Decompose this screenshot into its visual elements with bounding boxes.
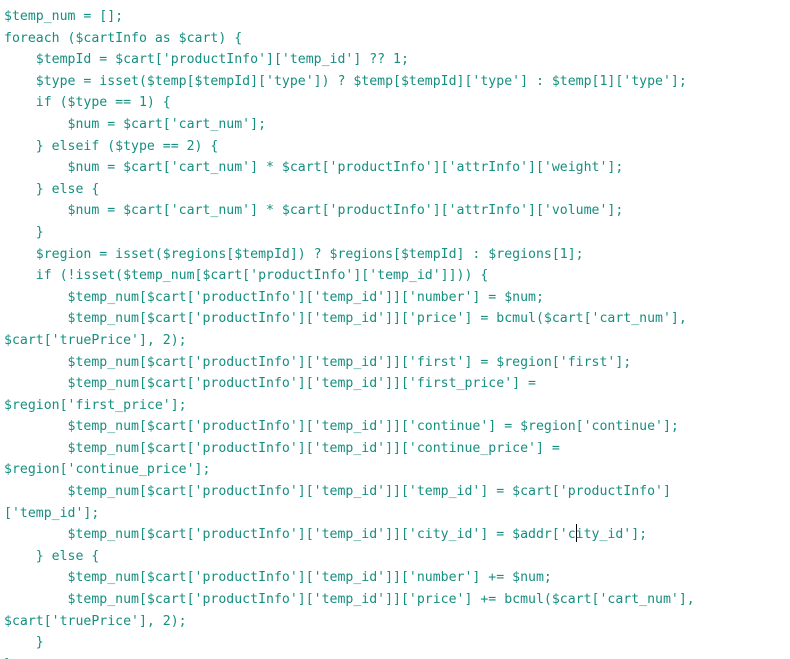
code-text-before-caret: $temp_num[$cart['productInfo']['temp_id'…: [4, 527, 576, 543]
code-line[interactable]: } elseif ($type == 2) {: [4, 138, 219, 154]
code-line[interactable]: }: [4, 224, 44, 240]
code-line[interactable]: $num = $cart['cart_num'] * $cart['produc…: [4, 160, 624, 176]
code-line[interactable]: $cart['truePrice'], 2);: [4, 613, 187, 629]
code-line[interactable]: $region['continue_price'];: [4, 462, 211, 478]
code-line[interactable]: $temp_num[$cart['productInfo']['temp_id'…: [4, 311, 687, 327]
code-line[interactable]: $temp_num[$cart['productInfo']['temp_id'…: [4, 524, 790, 546]
code-line[interactable]: } else {: [4, 181, 100, 197]
code-text-after-caret: ity_id'];: [575, 527, 648, 543]
code-line[interactable]: $temp_num = [];: [4, 9, 124, 24]
code-line[interactable]: $type = isset($temp[$tempId]['type']) ? …: [4, 73, 687, 89]
code-line[interactable]: $temp_num[$cart['productInfo']['temp_id'…: [4, 289, 544, 305]
code-line[interactable]: } else {: [4, 548, 100, 564]
code-line[interactable]: }: [4, 654, 790, 659]
code-line[interactable]: $cart['truePrice'], 2);: [4, 332, 187, 348]
code-line[interactable]: $temp_num[$cart['productInfo']['temp_id'…: [4, 592, 695, 608]
code-line[interactable]: $tempId = $cart['productInfo']['temp_id'…: [4, 52, 409, 68]
code-line[interactable]: $temp_num[$cart['productInfo']['temp_id'…: [4, 440, 560, 456]
code-line[interactable]: $temp_num[$cart['productInfo']['temp_id'…: [4, 419, 679, 435]
code-line[interactable]: $region = isset($regions[$tempId]) ? $re…: [4, 246, 584, 262]
code-line[interactable]: if (!isset($temp_num[$cart['productInfo'…: [4, 268, 489, 284]
code-line[interactable]: $temp_num[$cart['productInfo']['temp_id'…: [4, 570, 552, 586]
code-line[interactable]: $num = $cart['cart_num'];: [4, 116, 267, 132]
code-line[interactable]: if ($type == 1) {: [4, 95, 171, 111]
code-line[interactable]: $temp_num[$cart['productInfo']['temp_id'…: [4, 354, 632, 370]
code-line[interactable]: $temp_num[$cart['productInfo']['temp_id'…: [4, 376, 536, 392]
text-caret: [575, 524, 577, 543]
code-line[interactable]: $region['first_price'];: [4, 397, 187, 413]
code-line[interactable]: }: [4, 635, 44, 651]
code-line[interactable]: ['temp_id'];: [4, 505, 100, 521]
code-line[interactable]: $num = $cart['cart_num'] * $cart['produc…: [4, 203, 624, 219]
code-line[interactable]: foreach ($cartInfo as $cart) {: [4, 30, 243, 46]
code-line[interactable]: $temp_num[$cart['productInfo']['temp_id'…: [4, 484, 671, 500]
